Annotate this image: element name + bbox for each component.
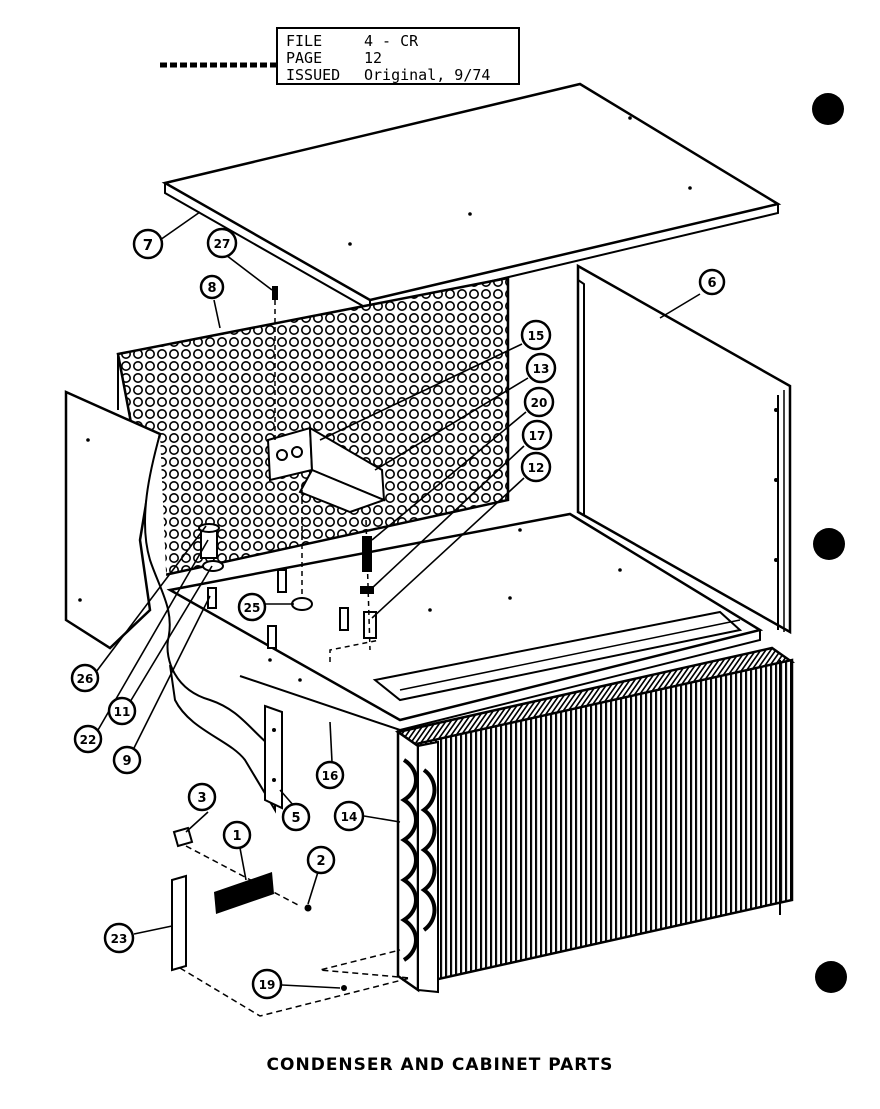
grille-and-cover-parts: [171, 826, 411, 1017]
callout-11: 11: [107, 696, 137, 726]
callout-14: 14: [333, 800, 365, 832]
bracket: [264, 704, 283, 810]
callout-19: 19: [251, 968, 283, 1000]
top-panel: [161, 82, 782, 312]
callout-22-label: 22: [80, 733, 97, 747]
callout-2: 2: [306, 845, 336, 875]
callout-8-label: 8: [207, 281, 216, 296]
callout-25-label: 25: [244, 601, 261, 615]
callout-9-label: 9: [122, 754, 131, 769]
callout-11-label: 11: [114, 705, 131, 719]
callout-15-label: 15: [528, 329, 545, 343]
callout-17: 17: [521, 419, 553, 451]
registration-mark: [813, 528, 845, 560]
callout-26: 26: [70, 663, 100, 693]
diagram-caption: CONDENSER AND CABINET PARTS: [266, 1055, 614, 1075]
file-value: 4 - CR: [364, 32, 419, 50]
callout-12-label: 12: [528, 461, 545, 475]
callout-15: 15: [520, 319, 552, 351]
file-row: FILE 4 - CR: [286, 33, 518, 50]
callout-3-label: 3: [197, 791, 206, 806]
registration-mark: [815, 961, 847, 993]
file-key: FILE: [286, 32, 323, 50]
callout-5-label: 5: [291, 811, 300, 826]
callout-5: 5: [281, 802, 311, 832]
right-side-panel: [576, 263, 792, 635]
base-pan: [166, 512, 764, 732]
callout-13-label: 13: [533, 362, 550, 376]
callout-27: 27: [206, 227, 238, 259]
page-row: PAGE 12: [286, 50, 518, 67]
callout-20-label: 20: [531, 396, 548, 410]
callout-23: 23: [103, 922, 135, 954]
callout-16-label: 16: [322, 769, 339, 783]
registration-mark: [812, 93, 844, 125]
callout-23-label: 23: [111, 932, 128, 946]
callout-3: 3: [187, 782, 217, 812]
callout-6-label: 6: [707, 276, 716, 291]
callout-14-label: 14: [341, 810, 358, 824]
leader-lines: [95, 211, 701, 989]
callout-19-label: 19: [259, 978, 276, 992]
page-key: PAGE: [286, 49, 323, 67]
perforated-partition-panel: [116, 276, 510, 578]
callout-22: 22: [73, 724, 103, 754]
callout-20: 20: [523, 386, 555, 418]
callout-16: 16: [315, 760, 345, 790]
callout-13: 13: [525, 352, 557, 384]
mount-hardware: [198, 286, 381, 662]
callout-7-label: 7: [143, 236, 153, 254]
callout-26-label: 26: [77, 672, 94, 686]
page-value: 12: [364, 49, 383, 67]
callout-7: 7: [132, 228, 164, 260]
callout-8: 8: [199, 274, 225, 300]
callout-17-label: 17: [529, 429, 546, 443]
left-side-panel: [64, 390, 276, 814]
callout-6: 6: [698, 268, 726, 296]
issued-row: ISSUED Original, 9/74: [286, 67, 518, 84]
condenser-coil: [394, 646, 796, 994]
callout-12: 12: [520, 451, 552, 483]
callout-25: 25: [237, 592, 267, 622]
callouts: 7 27 8 6 15 13: [70, 227, 726, 1000]
callout-1: 1: [222, 820, 252, 850]
issued-key: ISSUED: [286, 66, 341, 84]
callout-9: 9: [112, 745, 142, 775]
callout-1-label: 1: [232, 829, 241, 844]
file-info-box: FILE 4 - CR PAGE 12 ISSUED Original, 9/7…: [276, 27, 520, 85]
issued-value: Original, 9/74: [364, 66, 491, 84]
callout-2-label: 2: [316, 854, 325, 869]
callout-27-label: 27: [214, 237, 231, 251]
